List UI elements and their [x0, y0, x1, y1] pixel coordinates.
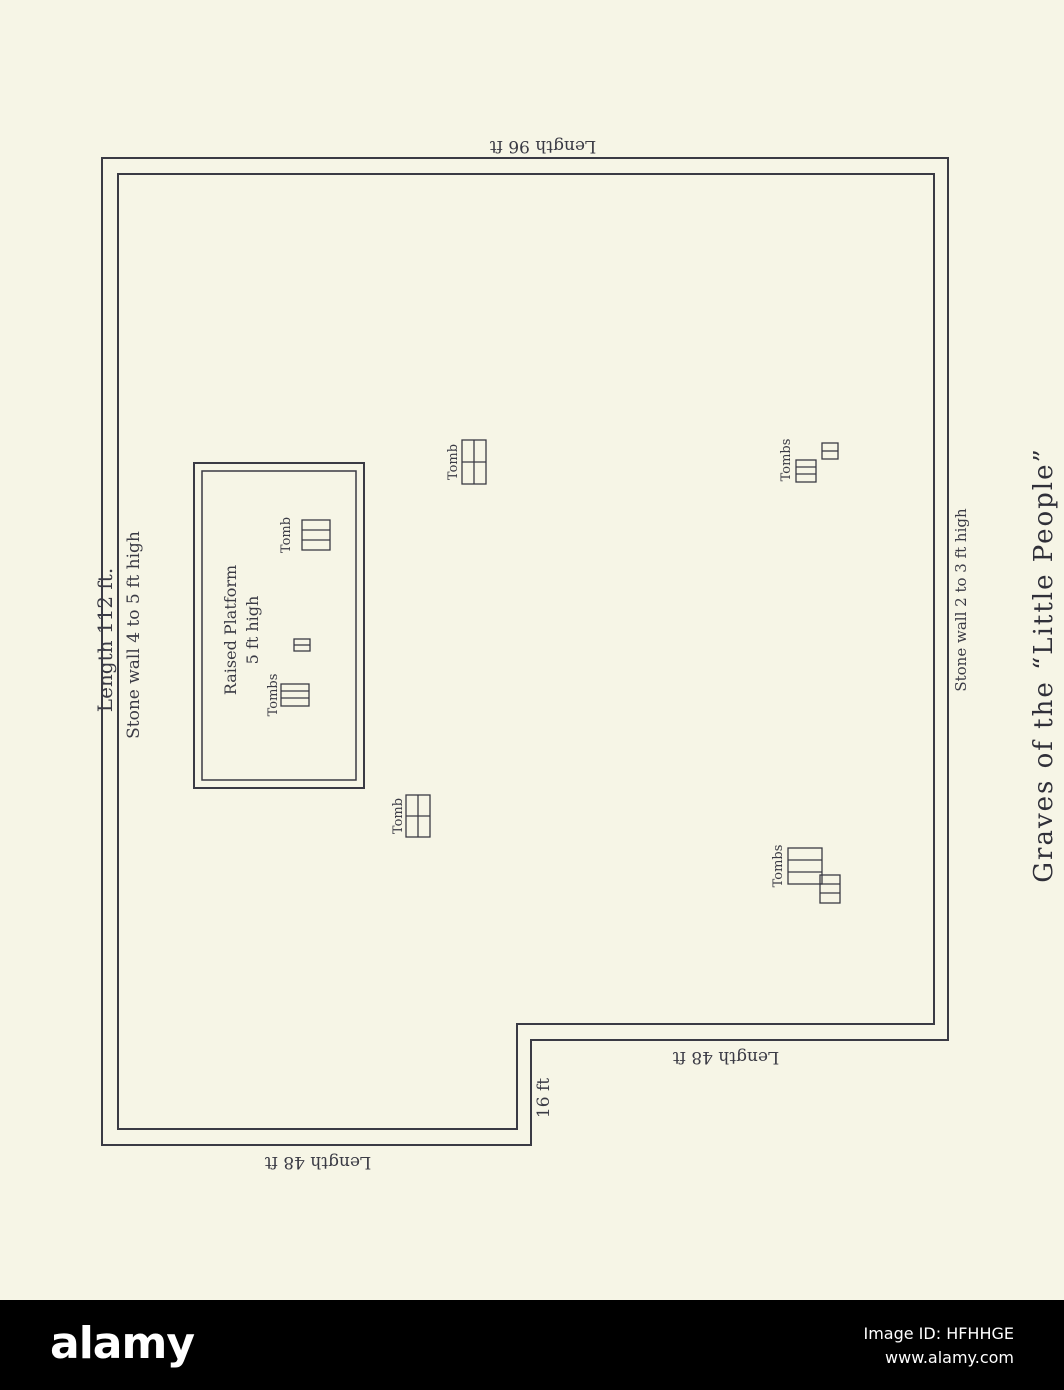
length-112-label: Length 112 ft. — [93, 568, 117, 712]
scanned-page: Length 112 ft. Stone wall 4 to 5 ft high… — [0, 0, 1064, 1300]
outer-wall-outline — [101, 157, 949, 1146]
south-wall-label: Stone wall 2 to 3 ft high — [952, 508, 970, 692]
tomb-symbol — [301, 519, 331, 551]
length-96-label: Length 96 ft — [490, 136, 597, 156]
stock-footer: alamy Image ID: HFHHGE www.alamy.com — [0, 1300, 1064, 1390]
tomb-symbol — [280, 683, 310, 707]
tomb-symbol — [405, 794, 431, 838]
tomb-symbol — [819, 874, 841, 904]
bottom-length-48-label: Length 48 ft — [265, 1152, 372, 1172]
tombs-label: Tombs — [779, 439, 794, 482]
inner-length-48-label: Length 48 ft — [673, 1047, 780, 1067]
tomb-symbol — [461, 439, 487, 485]
site-url: www.alamy.com — [885, 1348, 1014, 1367]
tomb-label: Tomb — [391, 798, 406, 834]
inner-wall-outline — [117, 173, 935, 1130]
north-wall-label: Stone wall 4 to 5 ft high — [124, 531, 144, 739]
raised-platform-outer — [193, 462, 365, 789]
tomb-label: Tomb — [446, 444, 461, 480]
raised-platform-inner — [201, 470, 357, 781]
image-credit: Image ID: HFHHGE www.alamy.com — [863, 1322, 1014, 1370]
platform-height-label: 5 ft high — [243, 596, 262, 665]
tomb-symbol — [821, 442, 839, 460]
tomb-symbol — [787, 847, 823, 885]
tomb-label: Tomb — [279, 517, 294, 553]
alamy-logo: alamy — [50, 1318, 195, 1369]
site-plan-diagram: Length 112 ft. Stone wall 4 to 5 ft high… — [93, 136, 1059, 1172]
tombs-label: Tombs — [266, 674, 281, 717]
notch-16-label: 16 ft — [534, 1078, 554, 1118]
diagram-caption: Graves of the “Little People” — [1029, 447, 1059, 883]
tombs-label: Tombs — [771, 845, 786, 888]
tomb-symbol — [795, 459, 817, 483]
image-id: Image ID: HFHHGE — [863, 1324, 1014, 1343]
tomb-symbol — [293, 638, 311, 652]
platform-label: Raised Platform — [221, 565, 240, 695]
